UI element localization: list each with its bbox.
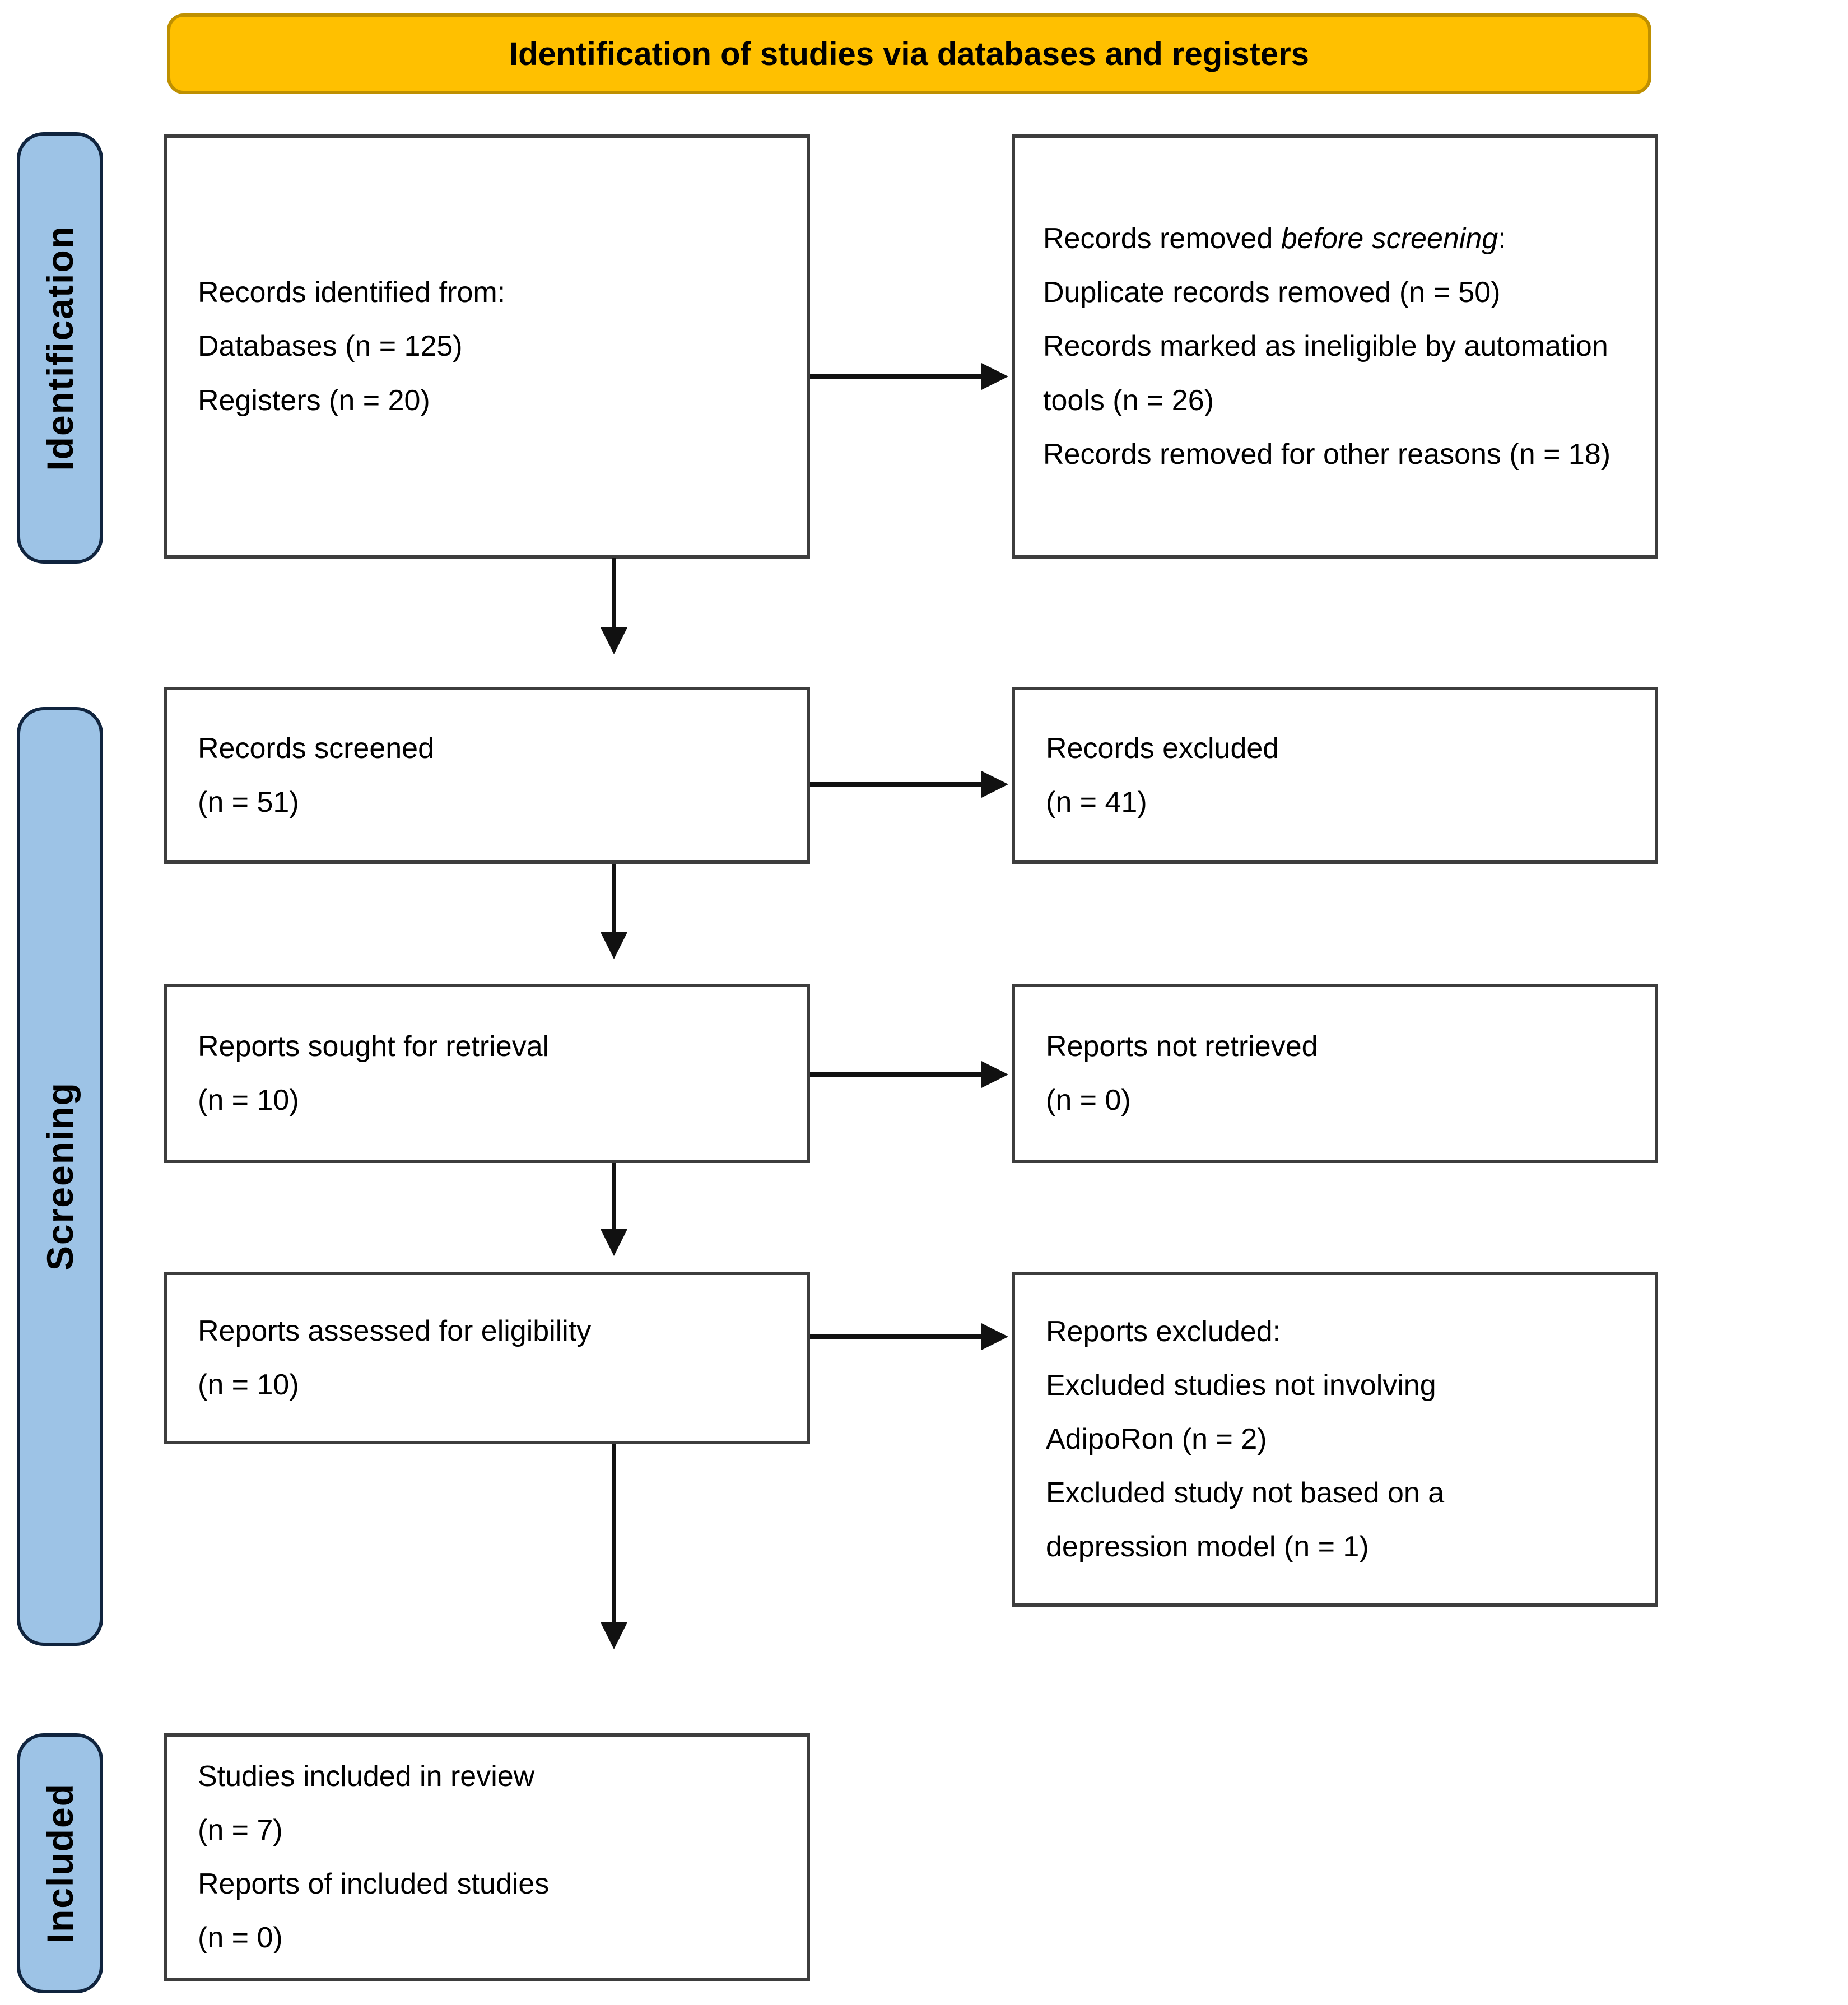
records-identified-box: Records identified from: Databases (n = …	[164, 134, 810, 559]
box-line: Excluded study not based on a depression…	[1046, 1477, 1445, 1564]
arrow-assessed-to-reportsexcluded-head	[981, 1323, 1008, 1350]
stage-label-included: Included	[17, 1733, 103, 1993]
box-line: (n = 0)	[1046, 1084, 1131, 1117]
box-line: Reports excluded:	[1046, 1315, 1281, 1348]
studies-included-box: Studies included in review (n = 7) Repor…	[164, 1733, 810, 1981]
arrow-sought-to-assessed-line	[612, 1163, 616, 1229]
box-line: Records removed for other reasons (n = 1…	[1043, 438, 1611, 471]
box-line: (n = 10)	[198, 1084, 299, 1117]
box-line: Excluded studies not involving AdipoRon …	[1046, 1369, 1436, 1455]
diagram-header-banner: Identification of studies via databases …	[167, 13, 1651, 94]
box-line: Records screened	[198, 732, 434, 765]
arrow-assessed-to-included-line	[612, 1444, 616, 1622]
box-line: (n = 0)	[198, 1922, 283, 1955]
box-line: Records removed before screening:	[1043, 212, 1652, 266]
reports-assessed-box: Reports assessed for eligibility (n = 10…	[164, 1272, 810, 1444]
arrow-identified-to-screened-head	[601, 627, 627, 654]
stage-label-identification-text: Identification	[39, 225, 81, 471]
arrow-sought-to-notretrieved-line	[810, 1072, 981, 1077]
box-line: Reports sought for retrieval	[198, 1030, 550, 1063]
arrow-screened-to-sought-head	[601, 932, 627, 959]
box-line: Reports assessed for eligibility	[198, 1314, 592, 1347]
reports-sought-box: Reports sought for retrieval (n = 10)	[164, 984, 810, 1163]
box-line: Duplicate records removed (n = 50)	[1043, 276, 1501, 309]
arrow-identified-to-removed-head	[981, 363, 1008, 390]
arrow-identified-to-removed-line	[810, 374, 981, 379]
arrow-sought-to-assessed-head	[601, 1229, 627, 1256]
removed-title-suffix: :	[1498, 222, 1506, 255]
arrow-screened-to-excluded-line	[810, 782, 981, 787]
arrow-screened-to-excluded-head	[981, 771, 1008, 798]
box-line: Records marked as ineligible by automati…	[1043, 330, 1608, 417]
stage-label-identification: Identification	[17, 132, 103, 564]
records-screened-box: Records screened (n = 51)	[164, 687, 810, 864]
diagram-title: Identification of studies via databases …	[509, 35, 1309, 72]
removed-title-italic: before screening	[1281, 222, 1498, 255]
box-line: Databases (n = 125)	[198, 330, 463, 363]
arrow-sought-to-notretrieved-head	[981, 1061, 1008, 1088]
box-line: (n = 41)	[1046, 786, 1147, 818]
removed-title-prefix: Records removed	[1043, 222, 1281, 255]
box-line: Records identified from:	[198, 276, 506, 309]
arrow-identified-to-screened-line	[612, 558, 616, 627]
box-line: Records excluded	[1046, 732, 1279, 765]
reports-not-retrieved-box: Reports not retrieved (n = 0)	[1012, 984, 1658, 1163]
box-line: Registers (n = 20)	[198, 384, 430, 417]
records-removed-box: Records removed before screening: Duplic…	[1012, 134, 1658, 559]
box-line: Reports of included studies	[198, 1868, 550, 1900]
arrow-screened-to-sought-line	[612, 864, 616, 932]
arrow-assessed-to-included-head	[601, 1622, 627, 1649]
stage-label-screening-text: Screening	[39, 1082, 81, 1271]
arrow-assessed-to-reportsexcluded-line	[810, 1334, 981, 1339]
box-line: Reports not retrieved	[1046, 1030, 1318, 1063]
box-line: (n = 10)	[198, 1369, 299, 1401]
records-excluded-box: Records excluded (n = 41)	[1012, 687, 1658, 864]
stage-label-included-text: Included	[39, 1783, 81, 1944]
box-line: (n = 7)	[198, 1813, 283, 1846]
box-line: (n = 51)	[198, 786, 299, 818]
reports-excluded-box: Reports excluded: Excluded studies not i…	[1012, 1272, 1658, 1607]
stage-label-screening: Screening	[17, 707, 103, 1646]
box-line: Studies included in review	[198, 1760, 535, 1793]
